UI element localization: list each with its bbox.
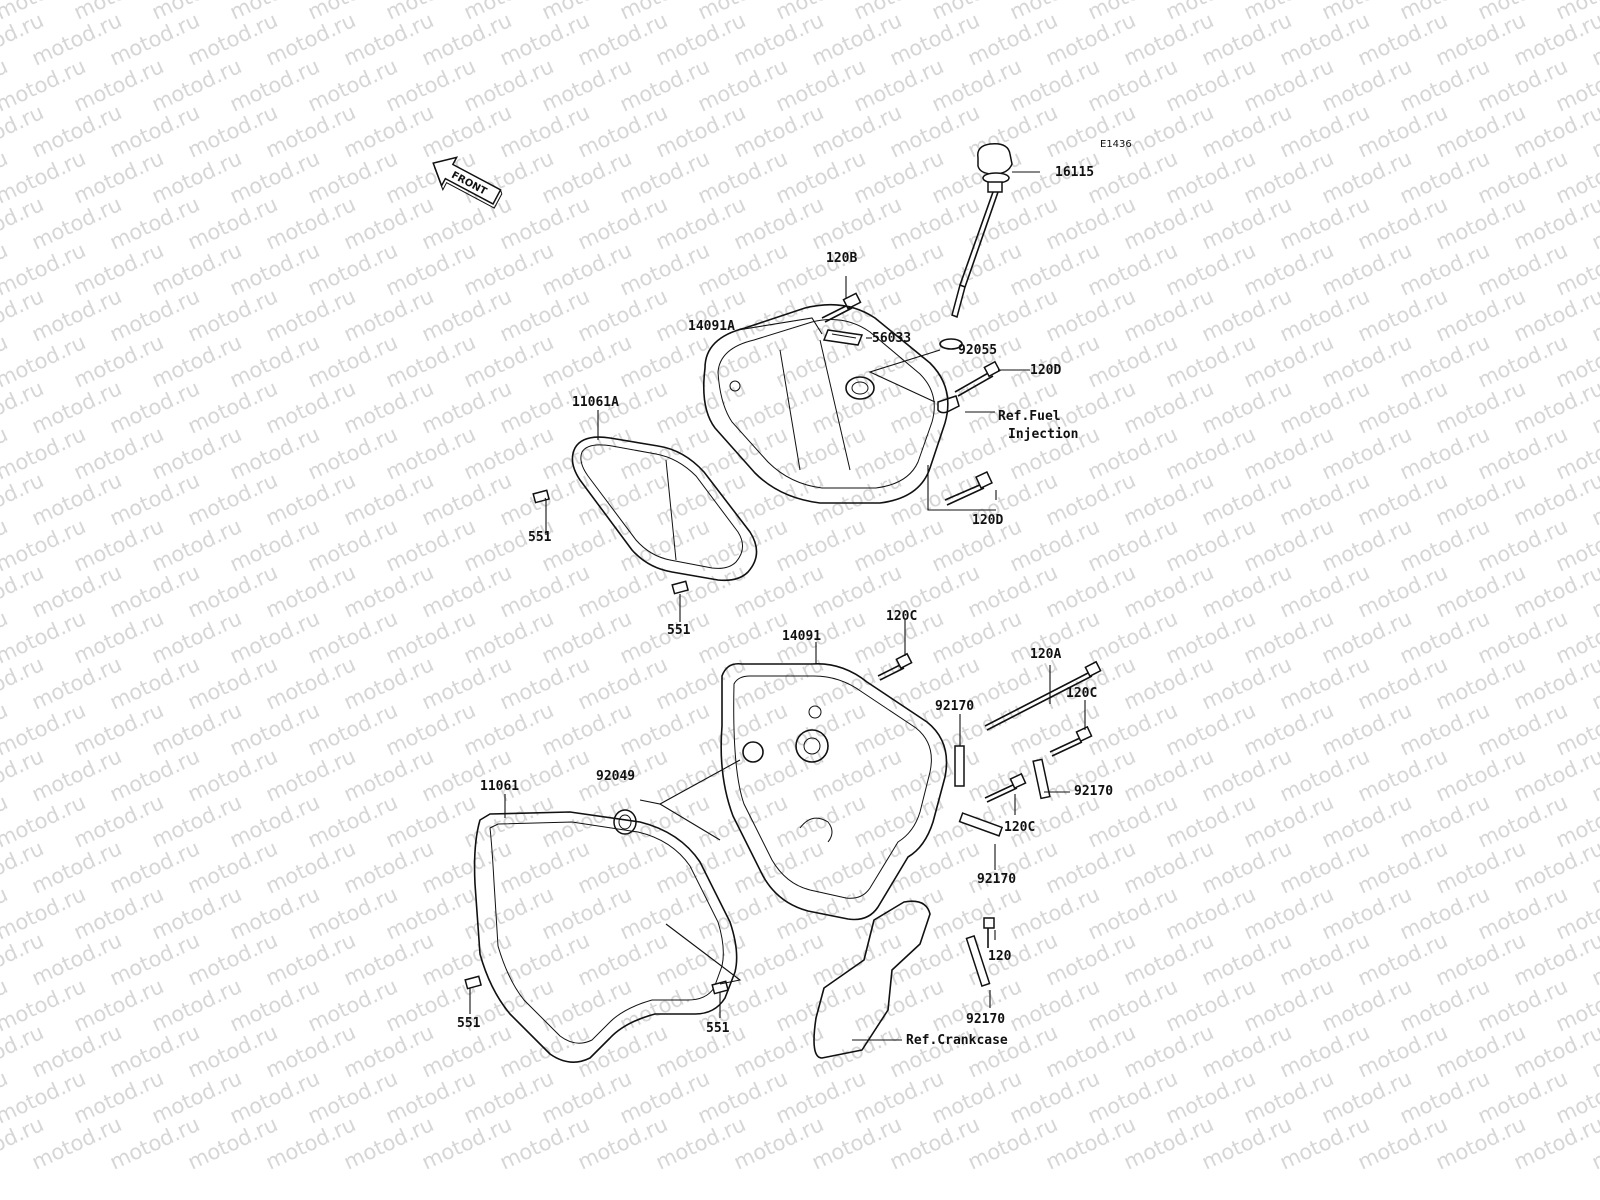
part-collar-92170-c: [958, 812, 1004, 837]
label-120c-c: 120C: [1004, 820, 1035, 835]
part-bolt-120a: [984, 660, 1102, 731]
label-11061a: 11061A: [572, 395, 619, 410]
label-56033: 56033: [872, 331, 911, 346]
label-120d-top: 120D: [1030, 363, 1061, 378]
label-14091: 14091: [782, 629, 821, 644]
part-bolt-120d-bottom: [944, 471, 993, 506]
part-dowel-upper-b: [671, 580, 689, 595]
label-120b: 120B: [826, 251, 857, 266]
part-gasket-11061a: [571, 436, 758, 582]
part-bolt-120c-c: [984, 772, 1027, 803]
leader-lines: [469, 171, 1086, 1041]
label-120c-b: 120C: [1066, 686, 1097, 701]
label-120: 120: [988, 949, 1012, 964]
label-551-c: 551: [457, 1016, 481, 1031]
label-551-b: 551: [667, 623, 691, 638]
label-92049: 92049: [596, 769, 635, 784]
part-gasket-11061: [473, 811, 738, 1063]
part-cover-14091: [720, 662, 948, 921]
label-551-a: 551: [528, 530, 552, 545]
part-plate-56033: [822, 329, 864, 346]
part-bolt-120c-b: [1049, 725, 1093, 757]
label-92170-a: 92170: [935, 699, 974, 714]
label-120c-a: 120C: [886, 609, 917, 624]
part-labels: E1436 16115 120B 14091A 56033 92055 120D…: [457, 139, 1132, 1048]
label-92055: 92055: [958, 343, 997, 358]
part-bolt-120c-a: [877, 652, 913, 681]
watermark-layer: motod.rumotod.rumotod.rumotod.rumotod.ru…: [0, 0, 1600, 1175]
part-cover-14091a: [702, 303, 949, 504]
part-crankcase-ref: [813, 900, 931, 1059]
part-collar-92170-a: [954, 745, 965, 787]
part-collar-92170-b: [1032, 758, 1051, 800]
part-dowel-lower-b: [711, 980, 729, 995]
label-ref-fuel-line1: Ref.Fuel: [998, 409, 1061, 424]
diagram-code: E1436: [1100, 139, 1132, 150]
label-92170-b: 92170: [1074, 784, 1113, 799]
label-ref-fuel-line2: Injection: [1008, 427, 1078, 442]
part-collar-92170-d: [965, 935, 991, 987]
label-120d-bottom: 120D: [972, 513, 1003, 528]
part-dowel-lower-a: [464, 975, 482, 990]
part-dipstick: [951, 142, 1013, 319]
part-bolt-120: [983, 917, 995, 948]
label-16115: 16115: [1055, 165, 1094, 180]
label-11061: 11061: [480, 779, 519, 794]
label-ref-crankcase: Ref.Crankcase: [906, 1033, 1008, 1048]
label-92170-d: 92170: [966, 1012, 1005, 1027]
part-oring: [939, 338, 963, 350]
label-120a: 120A: [1030, 647, 1061, 662]
label-551-d: 551: [706, 1021, 730, 1036]
label-14091a: 14091A: [688, 319, 735, 334]
part-bolt-120d-top: [954, 360, 1001, 397]
part-dowel-upper-a: [532, 489, 550, 504]
label-92170-c: 92170: [977, 872, 1016, 887]
